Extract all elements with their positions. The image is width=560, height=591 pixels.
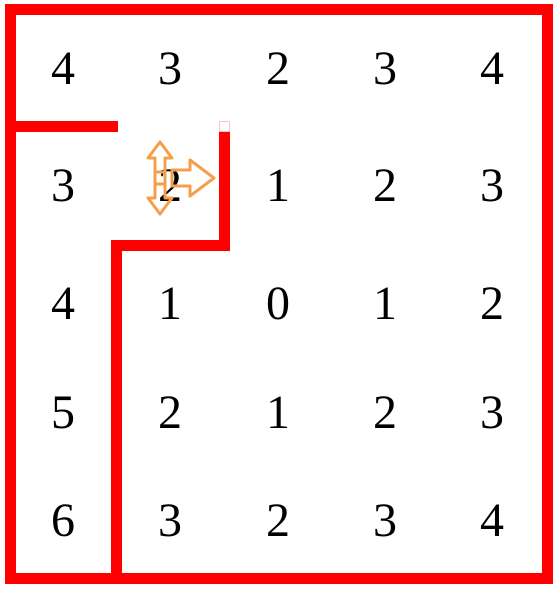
cell-r4-c2[interactable]: 2 (266, 494, 290, 547)
cell-r1-c3[interactable]: 2 (373, 159, 397, 212)
cell-r2-c2[interactable]: 0 (266, 277, 290, 330)
cell-r3-c4[interactable]: 3 (480, 386, 504, 439)
cell-r0-c1[interactable]: 3 (158, 42, 182, 95)
cell-r1-c2[interactable]: 1 (266, 159, 290, 212)
wall-interior-upper-right-vertical (219, 132, 230, 251)
wall-interior-upper-left (10, 121, 118, 132)
wall-left (5, 4, 16, 584)
wall-right (542, 4, 553, 584)
cell-r3-c2[interactable]: 1 (266, 386, 290, 439)
cell-r2-c4[interactable]: 2 (480, 277, 504, 330)
cell-r0-c2[interactable]: 2 (266, 42, 290, 95)
cell-r2-c1[interactable]: 1 (158, 277, 182, 330)
cell-r0-c0[interactable]: 4 (51, 42, 75, 95)
cell-r2-c0[interactable]: 4 (51, 277, 75, 330)
cell-r3-c1[interactable]: 2 (158, 386, 182, 439)
wall-interior-middle-horizontal (111, 240, 230, 251)
cell-r0-c4[interactable]: 4 (480, 42, 504, 95)
wall-bottom (5, 573, 553, 584)
cell-r1-c0[interactable]: 3 (51, 159, 75, 212)
three-way-arrow-icon[interactable] (136, 138, 218, 218)
cell-r2-c3[interactable]: 1 (373, 277, 397, 330)
cell-r3-c3[interactable]: 2 (373, 386, 397, 439)
cell-r4-c1[interactable]: 3 (158, 494, 182, 547)
cell-r4-c0[interactable]: 6 (51, 494, 75, 547)
cell-r3-c0[interactable]: 5 (51, 386, 75, 439)
cell-r4-c3[interactable]: 3 (373, 494, 397, 547)
wall-end-marker (219, 121, 230, 132)
cell-r1-c4[interactable]: 3 (480, 159, 504, 212)
wall-top (5, 4, 553, 15)
cell-r4-c4[interactable]: 4 (480, 494, 504, 547)
cell-r0-c3[interactable]: 3 (373, 42, 397, 95)
wall-interior-left-vertical (111, 240, 122, 578)
